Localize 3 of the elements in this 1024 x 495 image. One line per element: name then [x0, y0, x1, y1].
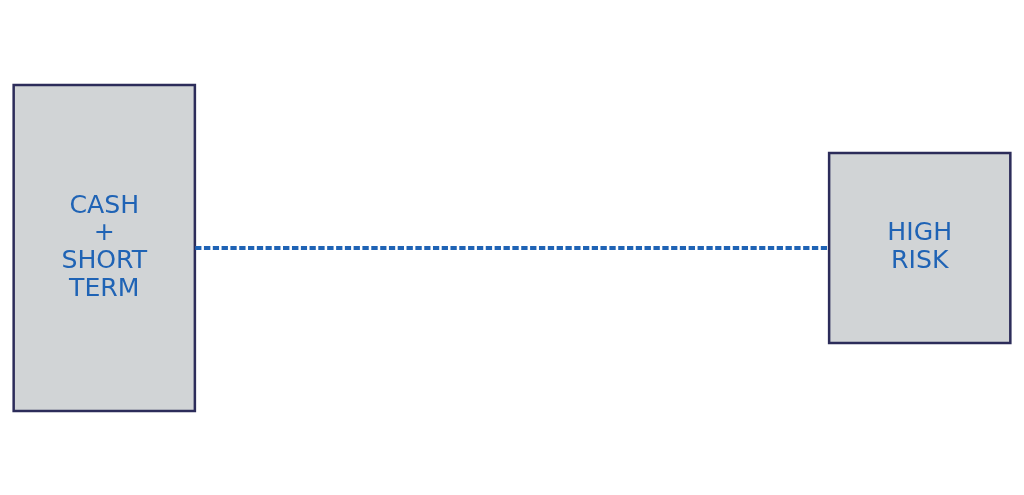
node-box: HIGH RISK [827, 151, 1012, 344]
node-box: CASH + SHORT TERM [12, 83, 197, 412]
connector [195, 245, 830, 250]
